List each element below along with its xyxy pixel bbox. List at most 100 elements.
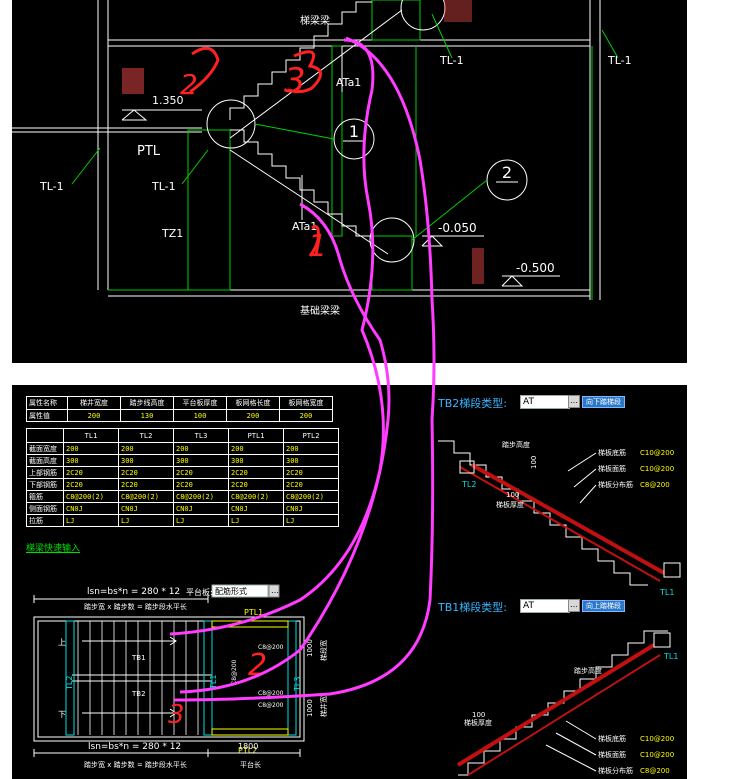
- platform-dropdown-value[interactable]: 配筋形式: [215, 586, 247, 596]
- tb1-bottom-rebar-value: C10@200: [640, 735, 674, 743]
- annotation-number: 2: [180, 68, 198, 101]
- beam-row-label: 下部钢筋: [26, 478, 64, 491]
- tl1-label: TL-1: [439, 54, 464, 67]
- param-header: 平台板厚度: [173, 396, 227, 410]
- beam-value-cell[interactable]: C8@200(2): [228, 490, 284, 503]
- tb2-dist-rebar-value: C8@200: [640, 481, 670, 489]
- beam-value-cell[interactable]: C8@200(2): [173, 490, 229, 503]
- beam-value-cell[interactable]: 2C20: [173, 466, 229, 479]
- beam-value-cell[interactable]: 2C20: [228, 478, 284, 491]
- rebar-label: C8@200: [258, 702, 284, 709]
- beam-value-cell[interactable]: 200: [228, 442, 284, 455]
- tl1-label: TL-1: [151, 180, 176, 193]
- beam-value-cell[interactable]: 2C20: [118, 478, 174, 491]
- tb1-more-button[interactable]: …: [568, 599, 580, 612]
- beam-value-cell[interactable]: CN0J: [118, 502, 174, 515]
- up-label: 上: [58, 638, 66, 647]
- tb2-section-drawing: 踏步高度 100 100 梯板厚度 梯板底筋 C10@200 梯板面筋 C10@…: [438, 440, 681, 597]
- param-value-cell[interactable]: 200: [226, 409, 280, 422]
- beam-value-cell[interactable]: 300: [118, 454, 174, 467]
- beam-value-cell[interactable]: 200: [63, 442, 119, 455]
- tb1-action-button[interactable]: 向上踏梯段: [582, 600, 625, 612]
- beam-value-cell[interactable]: 2C20: [63, 478, 119, 491]
- beam-value-cell[interactable]: 200: [118, 442, 174, 455]
- tb1-label: TB1: [131, 654, 146, 662]
- annotation-number: 3: [284, 61, 306, 101]
- annotation-number: 2: [248, 648, 267, 683]
- beam-value-cell[interactable]: 2C20: [283, 478, 339, 491]
- beam-value-cell[interactable]: 2C20: [63, 466, 119, 479]
- beam-row-label: 箍筋: [26, 490, 64, 503]
- beam-value-cell[interactable]: 300: [173, 454, 229, 467]
- rebar-label: C8@200: [231, 659, 238, 685]
- param-header: 踏步线高度: [120, 396, 174, 410]
- beam-column-header: TL2: [118, 428, 174, 443]
- tb2-action-button[interactable]: 向下踏梯段: [582, 396, 625, 408]
- param-value-cell[interactable]: 200: [279, 409, 333, 422]
- tl1-label: TL1: [209, 675, 218, 690]
- formula-top: lsn=bs*n = 280 * 12: [87, 587, 180, 597]
- platform-width-label: 平台长: [240, 760, 261, 769]
- param-header: 板网格宽度: [279, 396, 333, 410]
- param-value-cell[interactable]: 130: [120, 409, 174, 422]
- beam-value-cell[interactable]: LJ: [173, 514, 229, 527]
- beam-value-cell[interactable]: C8@200(2): [63, 490, 119, 503]
- tb2-thickness: 梯板厚度: [496, 500, 524, 509]
- platform-label: 平台板:: [186, 587, 213, 597]
- beam-column-header: TL3: [173, 428, 229, 443]
- beam-value-cell[interactable]: 2C20: [283, 466, 339, 479]
- beam-row-label: 拉筋: [26, 514, 64, 527]
- quick-input-link[interactable]: 梯梁快速输入: [26, 544, 81, 554]
- tb2-tl1-label: TL1: [659, 588, 674, 597]
- tb1-top-rebar: 梯板面筋: [598, 750, 626, 759]
- tb1-thickness: 梯板厚度: [464, 718, 492, 727]
- beam-value-cell[interactable]: 300: [63, 454, 119, 467]
- tb1-dist-rebar: 梯板分布筋: [598, 766, 633, 775]
- tb2-type-select[interactable]: AT: [520, 395, 570, 409]
- beam-value-cell[interactable]: 200: [173, 442, 229, 455]
- beam-value-cell[interactable]: LJ: [228, 514, 284, 527]
- beam-value-cell[interactable]: CN0J: [228, 502, 284, 515]
- tb2-top-rebar: 梯板面筋: [598, 464, 626, 473]
- beam-row-label: 侧面钢筋: [26, 502, 64, 515]
- tb2-dim: 100: [530, 456, 538, 469]
- beam-value-cell[interactable]: LJ: [63, 514, 119, 527]
- beam-value-cell[interactable]: LJ: [118, 514, 174, 527]
- elevation-landing: 1.350: [152, 94, 184, 107]
- param-header: 梯井宽度: [67, 396, 121, 410]
- beam-value-cell[interactable]: 200: [283, 442, 339, 455]
- redacted-mark: [122, 68, 144, 94]
- tz1-label: TZ1: [161, 227, 183, 240]
- beam-value-cell[interactable]: 2C20: [173, 478, 229, 491]
- cad-section-view[interactable]: 1 2 梯梁梁 基础梁梁 TL-1 TL-1 TL-1 TL-1 PTL TZ: [12, 0, 687, 363]
- formula-bottom: lsn=bs*n = 280 * 12: [88, 742, 181, 752]
- params-table: 属性名称 梯井宽度 踏步线高度 平台板厚度 板网格长度 板网格宽度 属性值 20…: [26, 396, 333, 422]
- param-value-cell[interactable]: 100: [173, 409, 227, 422]
- tb2-top-rebar-value: C10@200: [640, 465, 674, 473]
- beam-top-label: 梯梁梁: [300, 14, 330, 27]
- beam-value-cell[interactable]: 300: [283, 454, 339, 467]
- elevation-mid: -0.050: [438, 221, 477, 235]
- beam-value-cell[interactable]: CN0J: [283, 502, 339, 515]
- section-drawing: 1 2 梯梁梁 基础梁梁 TL-1 TL-1 TL-1 TL-1 PTL TZ: [12, 0, 632, 317]
- tb2-dist-rebar: 梯板分布筋: [598, 480, 633, 489]
- beam-value-cell[interactable]: CN0J: [173, 502, 229, 515]
- circle-two-label: 2: [502, 163, 512, 182]
- param-value-cell[interactable]: 200: [67, 409, 121, 422]
- beam-value-cell[interactable]: 2C20: [118, 466, 174, 479]
- beam-value-cell[interactable]: CN0J: [63, 502, 119, 515]
- beam-value-cell[interactable]: LJ: [283, 514, 339, 527]
- tb2-type-label: TB2梯段类型:: [438, 397, 507, 410]
- tb1-type-label: TB1梯段类型:: [438, 601, 507, 614]
- down-label: 下: [58, 710, 66, 719]
- tb2-more-button[interactable]: …: [568, 395, 580, 408]
- tb2-bottom-rebar-value: C10@200: [640, 449, 674, 457]
- tb1-type-select[interactable]: AT: [520, 599, 570, 613]
- param-header: 属性名称: [26, 396, 68, 410]
- beam-value-cell[interactable]: 2C20: [228, 466, 284, 479]
- beam-value-cell[interactable]: 300: [228, 454, 284, 467]
- beam-value-cell[interactable]: C8@200(2): [118, 490, 174, 503]
- tb2-label: TB2: [131, 690, 146, 698]
- beam-value-cell[interactable]: C8@200(2): [283, 490, 339, 503]
